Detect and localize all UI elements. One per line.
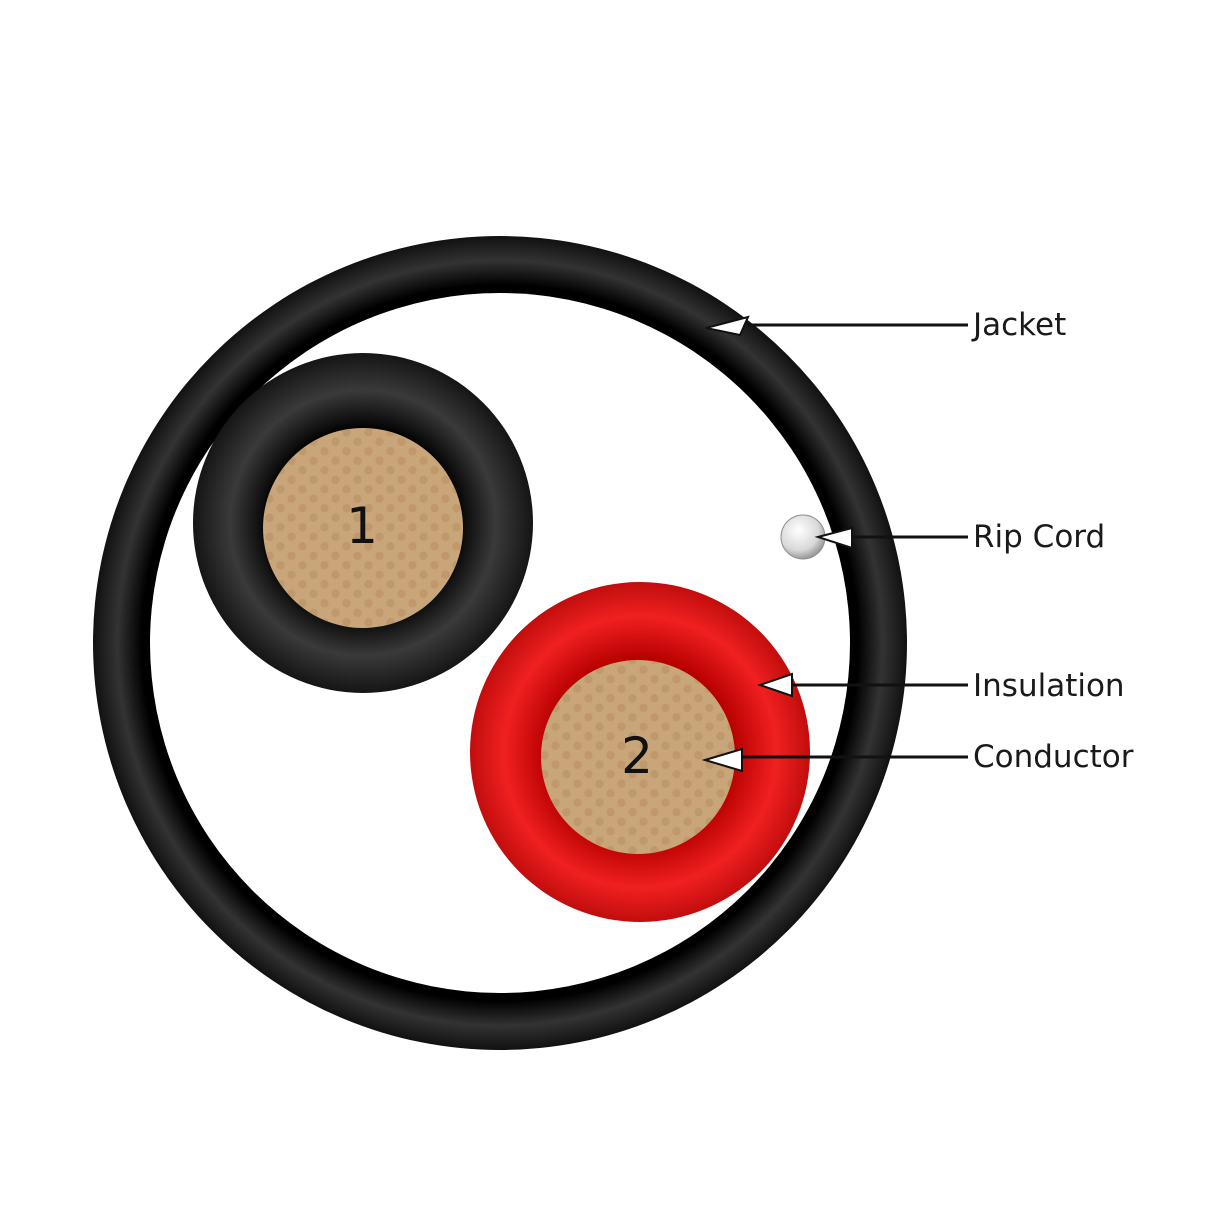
- insulation-label: Insulation: [973, 668, 1125, 704]
- rip-cord-label: Rip Cord: [973, 519, 1105, 555]
- conductor-2-assembly: 2: [470, 582, 810, 922]
- callout-rip-cord: Rip Cord: [814, 519, 1105, 555]
- conductor-1-assembly: 1: [193, 353, 533, 693]
- conductor-label: Conductor: [973, 739, 1134, 775]
- conductor-arrowhead: [701, 747, 743, 773]
- conductor-number-1: 1: [346, 497, 378, 555]
- jacket-label: Jacket: [971, 307, 1066, 343]
- conductor-number-2: 2: [621, 727, 653, 785]
- jacket: [93, 236, 907, 1050]
- callout-jacket: Jacket: [705, 307, 1066, 343]
- callout-insulation: Insulation: [756, 668, 1125, 704]
- jacket-arrowhead: [705, 315, 750, 337]
- callout-conductor: Conductor: [701, 739, 1134, 775]
